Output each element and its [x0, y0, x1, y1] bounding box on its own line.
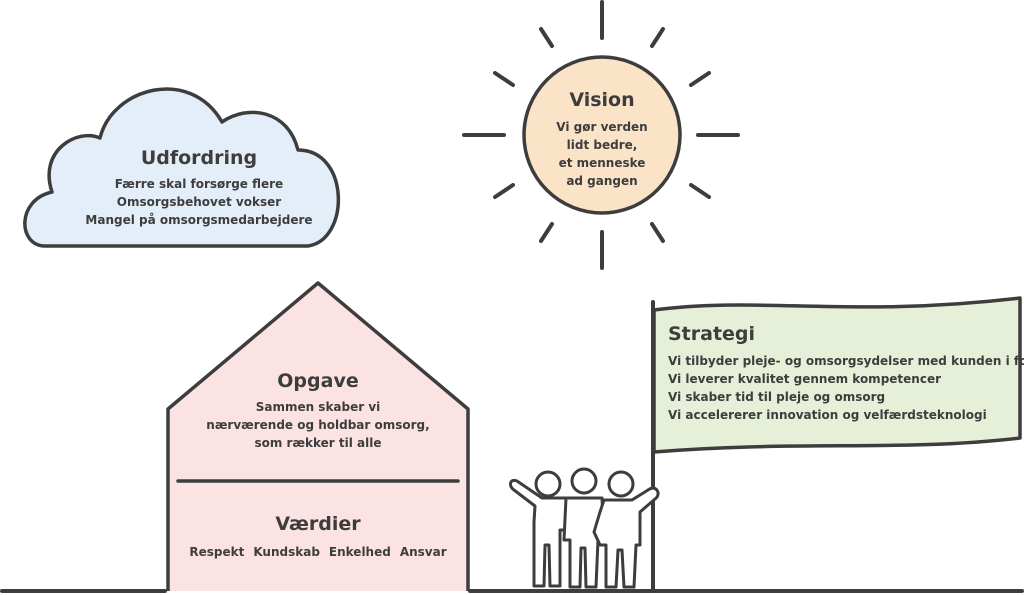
- house-top-text-block: Sammen skaber vi nærværende og holdbar o…: [188, 398, 448, 452]
- value-item: Ansvar: [399, 545, 447, 559]
- cloud-shape: [23, 87, 340, 248]
- cloud-text-block: Færre skal forsørge flere Omsorgsbehovet…: [84, 175, 314, 229]
- sun-circle: [522, 55, 682, 215]
- sun-line: lidt bedre,: [566, 138, 638, 152]
- house-top-line: nærværende og holdbar omsorg,: [206, 418, 430, 432]
- flag-line: Vi leverer kvalitet gennem kompetencer: [668, 372, 942, 386]
- flag-line: Vi accelererer innovation og velfærdstek…: [668, 408, 987, 422]
- value-item: Respekt: [189, 545, 245, 559]
- cloud-line: Færre skal forsørge flere: [114, 177, 284, 191]
- flag-shape: [652, 296, 1022, 454]
- person-middle-icon: [562, 467, 606, 589]
- sun-title: Vision: [569, 89, 635, 111]
- sun-line: et menneske: [558, 156, 646, 170]
- people-group: [508, 467, 660, 589]
- value-item: Kundskab: [253, 545, 320, 559]
- cloud-line: Omsorgsbehovet vokser: [116, 195, 282, 209]
- flag-title: Strategi: [668, 323, 756, 345]
- sun-line: Vi gør verden: [556, 120, 648, 134]
- sun-text-block: Vi gør verden lidt bedre, et menneske ad…: [532, 118, 672, 190]
- person-right-icon: [592, 470, 660, 589]
- house-top-line: Sammen skaber vi: [255, 400, 381, 414]
- house-bottom-title: Værdier: [275, 513, 361, 535]
- sun-rays: [462, 0, 740, 270]
- house-shape: [166, 281, 470, 591]
- cloud-line: Mangel på omsorgsmedarbejdere: [85, 213, 313, 227]
- house-top-line: som rækker til alle: [254, 436, 382, 450]
- values-row: Respekt Kundskab Enkelhed Ansvar: [188, 543, 448, 561]
- cloud-title: Udfordring: [140, 147, 258, 169]
- sun-line: ad gangen: [566, 174, 638, 188]
- flag-text-block: Vi tilbyder pleje- og omsorgsydelser med…: [668, 352, 1024, 424]
- flag-line: Vi tilbyder pleje- og omsorgsydelser med…: [668, 354, 1024, 368]
- house-top-title: Opgave: [277, 370, 359, 392]
- flag-line: Vi skaber tid til pleje og omsorg: [668, 390, 886, 404]
- value-item: Enkelhed: [328, 545, 391, 559]
- person-left-icon: [508, 470, 568, 588]
